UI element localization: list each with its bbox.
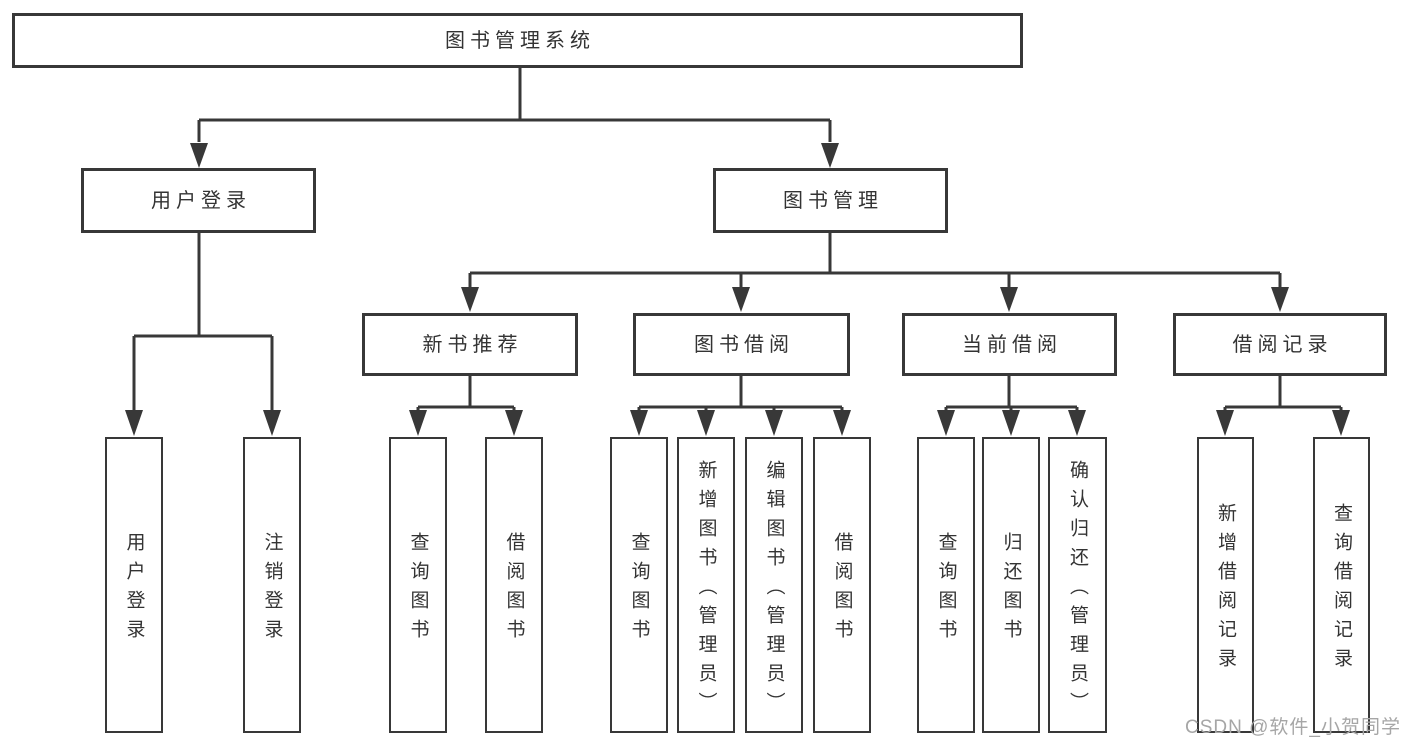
node-bb-query-books-label: 查询图书: [628, 532, 650, 648]
node-br-add-record-label: 新增借阅记录: [1215, 503, 1236, 677]
node-bb-borrow-books: 借阅图书: [813, 437, 871, 733]
node-nbr-query-books-label: 查询图书: [407, 532, 429, 648]
node-cb-query-books-label: 查询图书: [935, 532, 957, 648]
node-book-management: 图书管理: [713, 168, 948, 233]
node-user-login-label: 用户登录: [151, 189, 251, 212]
node-current-borrow: 当前借阅: [902, 313, 1117, 376]
node-bb-edit-books-admin: 编辑图书（管理员）: [745, 437, 803, 733]
node-nbr-borrow-books: 借阅图书: [485, 437, 543, 733]
node-br-add-record: 新增借阅记录: [1197, 437, 1254, 733]
node-bb-add-books-admin-label: 新增图书（管理员）: [695, 459, 717, 721]
node-cb-confirm-return-admin-label: 确认归还（管理员）: [1067, 459, 1088, 721]
node-bb-edit-books-admin-label: 编辑图书（管理员）: [763, 459, 785, 721]
node-bb-add-books-admin: 新增图书（管理员）: [677, 437, 735, 733]
node-br-query-record: 查询借阅记录: [1313, 437, 1370, 733]
node-borrow-records-label: 借阅记录: [1232, 333, 1333, 356]
node-user-login-leaf-label: 用户登录: [123, 532, 145, 648]
node-logout-leaf-label: 注销登录: [261, 532, 283, 648]
node-new-book-recommend-label: 新书推荐: [422, 333, 523, 356]
node-book-borrow: 图书借阅: [633, 313, 850, 376]
node-cb-return-books: 归还图书: [982, 437, 1040, 733]
node-nbr-query-books: 查询图书: [389, 437, 447, 733]
node-library-system-label: 图书管理系统: [445, 29, 595, 52]
node-br-query-record-label: 查询借阅记录: [1331, 503, 1352, 677]
node-book-management-label: 图书管理: [783, 189, 883, 212]
node-borrow-records: 借阅记录: [1173, 313, 1387, 376]
node-nbr-borrow-books-label: 借阅图书: [503, 532, 525, 648]
csdn-watermark: CSDN @软件_小贺同学: [1185, 717, 1401, 738]
node-bb-borrow-books-label: 借阅图书: [831, 532, 853, 648]
node-new-book-recommend: 新书推荐: [362, 313, 578, 376]
node-cb-confirm-return-admin: 确认归还（管理员）: [1048, 437, 1107, 733]
node-cb-query-books: 查询图书: [917, 437, 975, 733]
node-library-system: 图书管理系统: [12, 13, 1023, 68]
node-logout-leaf: 注销登录: [243, 437, 301, 733]
node-cb-return-books-label: 归还图书: [1000, 532, 1022, 648]
node-user-login: 用户登录: [81, 168, 316, 233]
node-user-login-leaf: 用户登录: [105, 437, 163, 733]
node-current-borrow-label: 当前借阅: [962, 333, 1062, 356]
node-book-borrow-label: 图书借阅: [694, 333, 794, 356]
node-bb-query-books: 查询图书: [610, 437, 668, 733]
